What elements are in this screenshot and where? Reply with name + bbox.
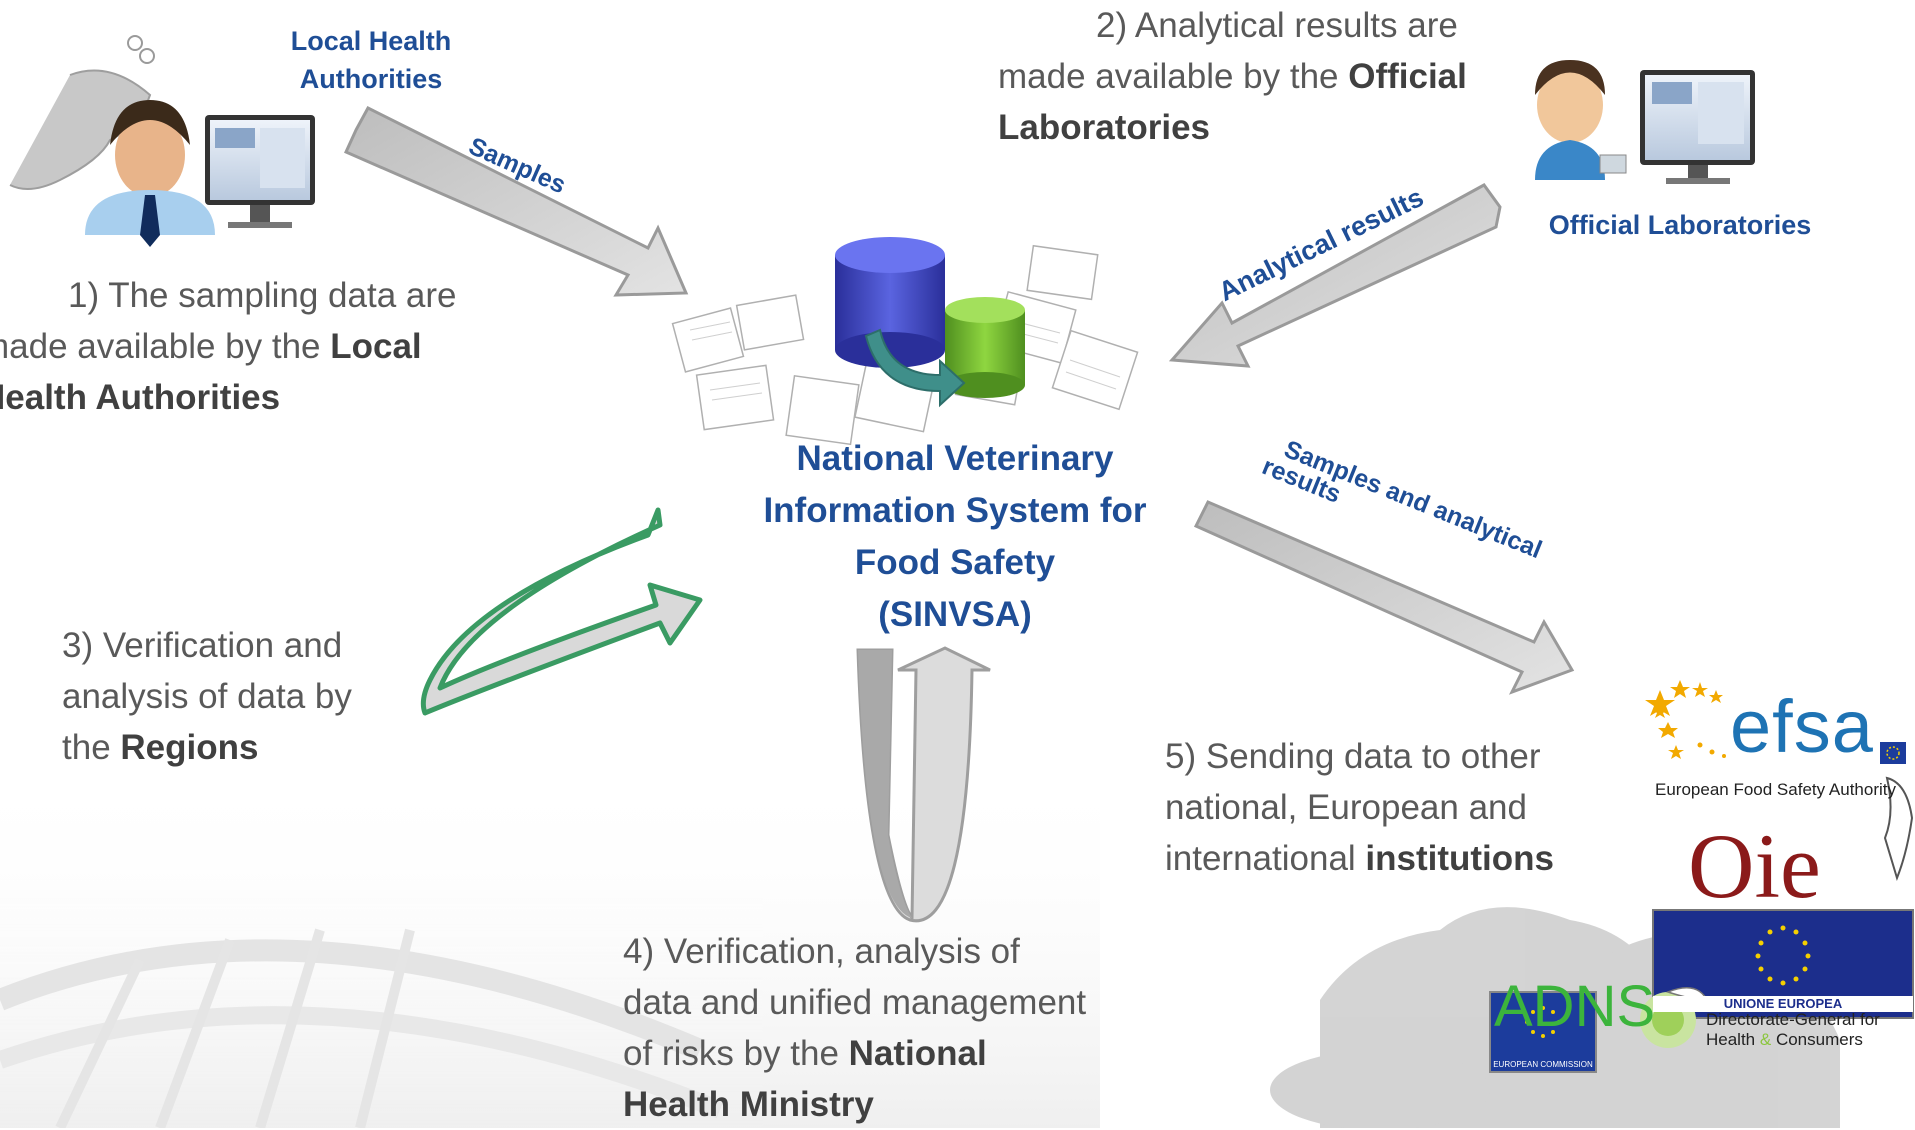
step2-text: 2) Analytical results are made available…: [998, 0, 1467, 153]
eu-caption: UNIONE EUROPEA: [1653, 996, 1913, 1012]
step2-line3: Laboratories: [998, 108, 1210, 147]
local-health-actor-illustration: [9, 35, 315, 247]
sinvsa-title-line3: Food Safety: [854, 543, 1056, 582]
step3-line1: 3) Verification and: [62, 626, 343, 665]
sinvsa-title-line2: Information System for: [763, 491, 1147, 530]
step3-line2: analysis of data by: [62, 677, 352, 716]
dg-health-consumers-text: Directorate-General for Health & Consume…: [1706, 1010, 1880, 1050]
step4-text: 4) Verification, analysis of data and un…: [623, 926, 1086, 1130]
step1-line2: made available by the Local: [0, 327, 422, 366]
step2-line1: 2) Analytical results are: [1096, 6, 1458, 45]
local-health-label: Local Health Authorities: [290, 26, 452, 94]
step4-line2: data and unified management: [623, 983, 1087, 1022]
official-labs-actor-illustration: [1535, 60, 1755, 184]
efsa-wordmark: efsa: [1730, 685, 1874, 768]
step5-line2: national, European and: [1165, 788, 1527, 827]
efsa-stars-icon: [1645, 680, 1726, 759]
step1-text: 1) The sampling data are made available …: [0, 270, 456, 423]
sinvsa-title-line1: National Veterinary: [796, 439, 1114, 478]
european-commission-logo: [1489, 991, 1597, 1073]
sinvsa-title: National Veterinary Information System f…: [740, 433, 1170, 641]
ec-caption: EUROPEAN COMMISSION: [1493, 1060, 1593, 1069]
step2-line2: made available by the Official: [998, 57, 1467, 96]
step1-line1: 1) The sampling data are: [68, 276, 457, 315]
adns-wordmark: ADNS: [1494, 974, 1656, 1039]
regions-cycle-arrow: [420, 507, 703, 716]
dg-line2: Health & Consumers: [1706, 1030, 1863, 1049]
efsa-logo: [1645, 680, 1906, 764]
step5-text: 5) Sending data to other national, Europ…: [1165, 731, 1554, 884]
step3-line3: the Regions: [62, 728, 259, 767]
dg-line1: Directorate-General for: [1706, 1010, 1880, 1029]
efsa-caption: European Food Safety Authority: [1655, 780, 1896, 799]
step4-line1: 4) Verification, analysis of: [623, 932, 1020, 971]
step5-line3: international institutions: [1165, 839, 1555, 878]
samples-arrow: [344, 106, 689, 297]
step3-text: 3) Verification and analysis of data by …: [62, 620, 352, 773]
step4-line3: of risks by the National: [623, 1034, 987, 1073]
step1-line3: Health Authorities: [0, 378, 281, 417]
oie-wordmark: Oie: [1688, 815, 1821, 917]
database-illustration: [671, 237, 1139, 446]
samples-and-results-arrow: [1193, 500, 1575, 695]
official-labs-label: Official Laboratories: [1548, 210, 1812, 240]
sinvsa-title-line4: (SINVSA): [878, 595, 1032, 634]
step4-line4: Health Ministry: [623, 1085, 874, 1124]
step5-line1: 5) Sending data to other: [1165, 737, 1541, 776]
oie-logo-frame: [1883, 776, 1914, 882]
ministry-cycle-arrow-shade: [858, 650, 912, 918]
analytical-results-arrow: [1168, 183, 1502, 368]
